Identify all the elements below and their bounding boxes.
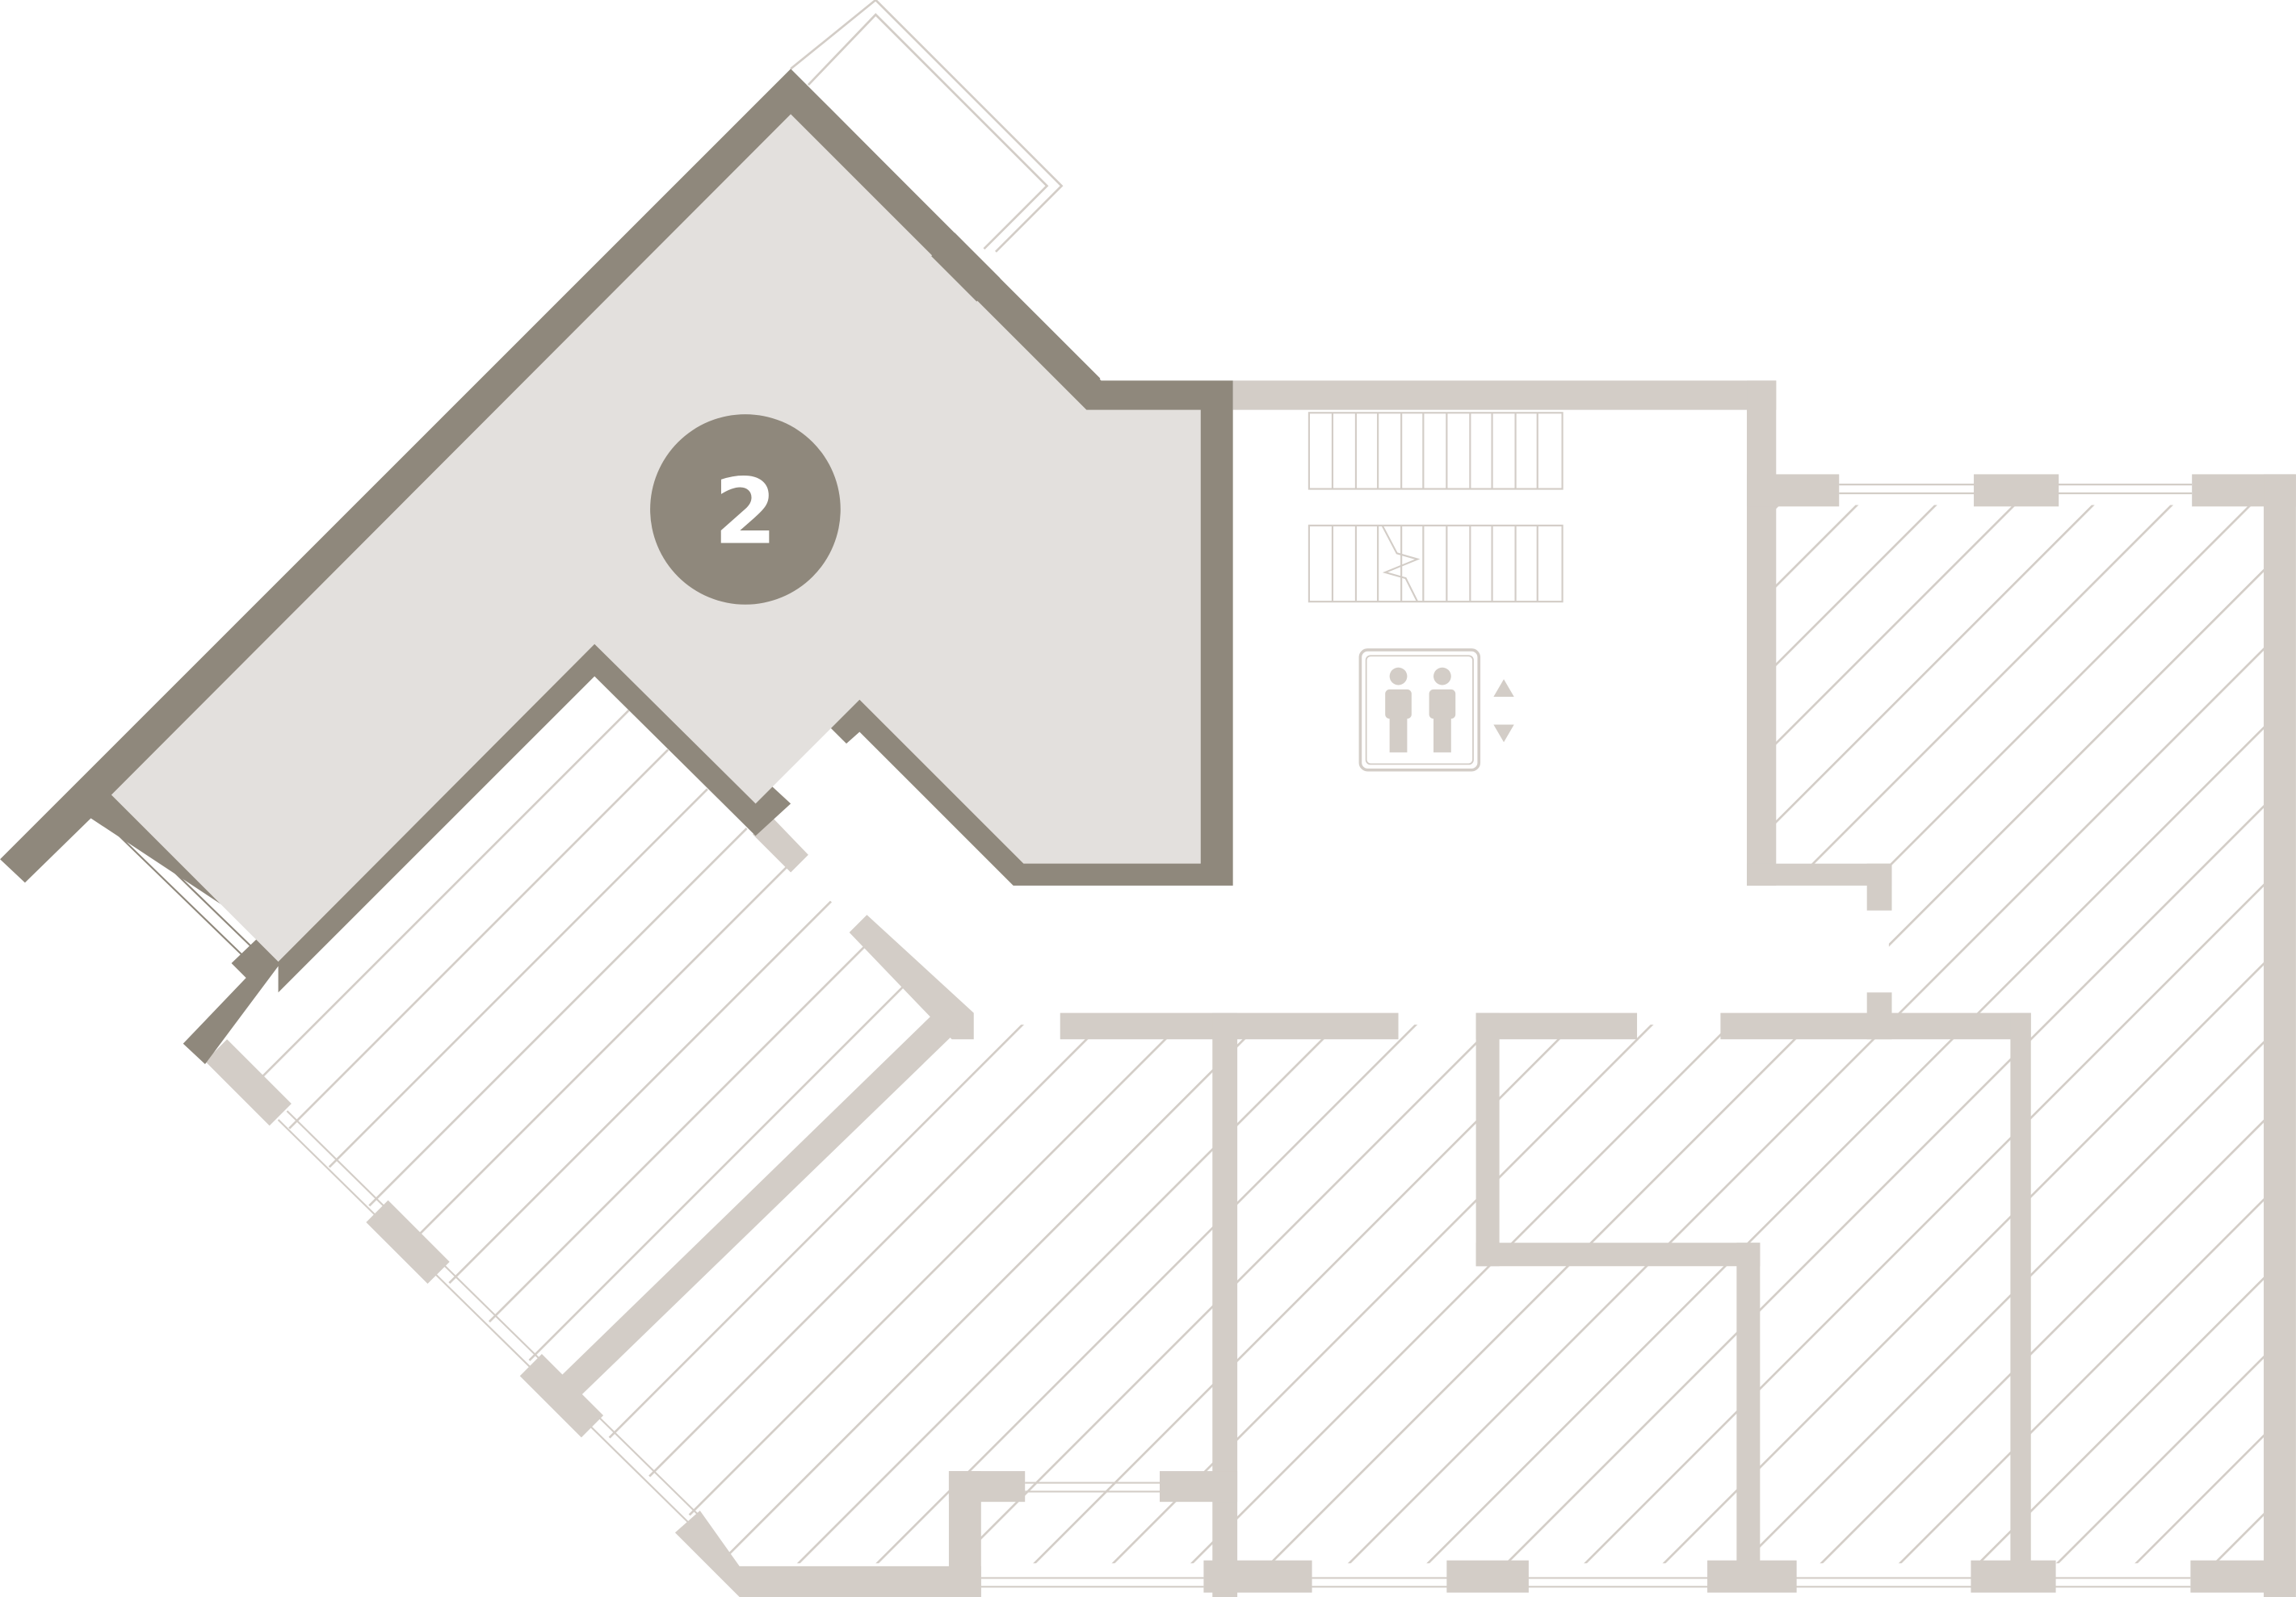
unit-number: 2 [714,459,777,565]
unit-badge [650,414,841,605]
selected-unit[interactable]: 2 [0,69,1233,1065]
elevator-icon [1358,648,1514,772]
balcony-top [790,0,1064,253]
stairs-icon [1308,412,1564,603]
window-pier [931,233,1001,302]
other-walls [204,380,2296,1597]
